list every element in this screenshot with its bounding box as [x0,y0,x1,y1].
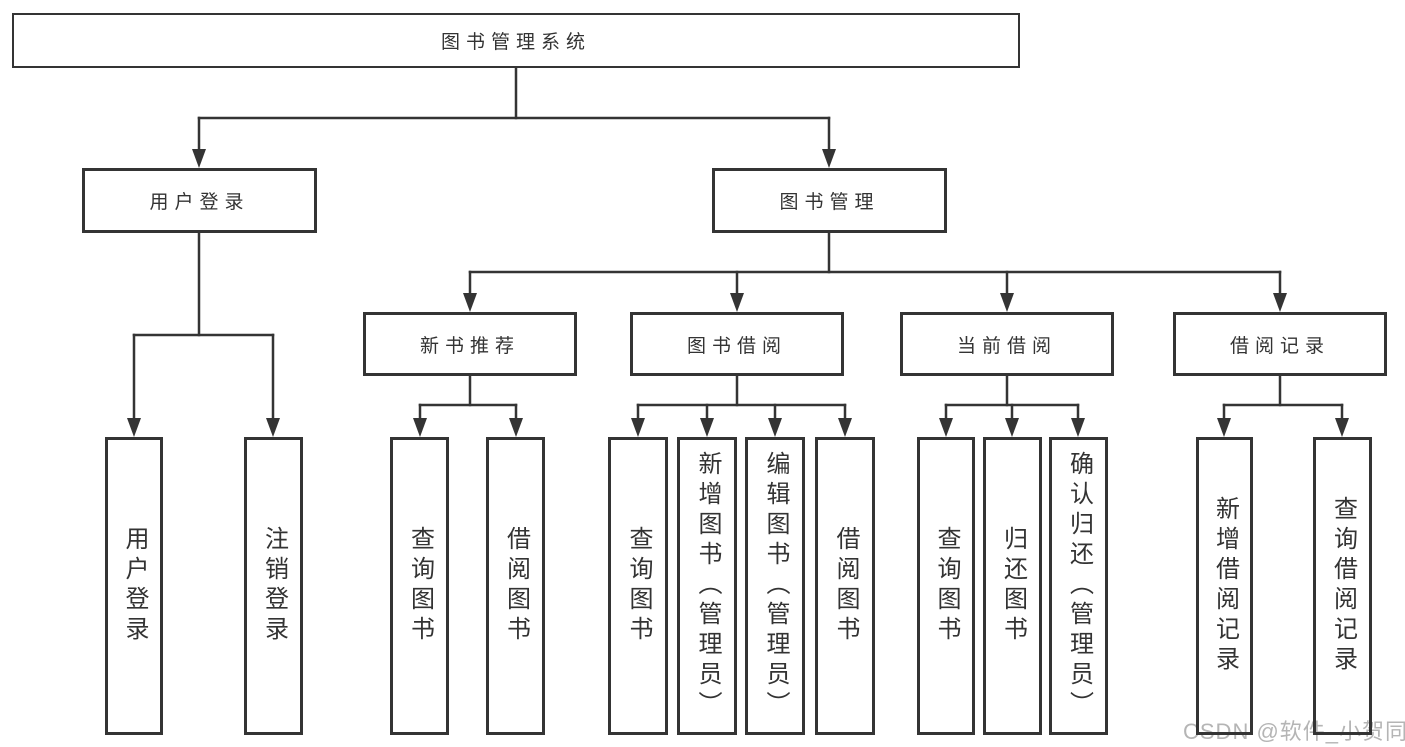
node-book-management: 图书管理 [712,168,947,233]
csdn-watermark: CSDN @软件_小贺同学 [1183,719,1405,744]
leaf-rec-borrow-books: 借阅图书 [486,437,545,735]
leaf-bb-borrow-books: 借阅图书 [815,437,875,735]
node-user-login: 用户登录 [82,168,317,233]
node-book-borrowing: 图书借阅 [630,312,844,376]
leaf-cb-query-books: 查询图书 [917,437,975,735]
leaf-rec-query-books: 查询图书 [390,437,449,735]
leaf-br-add-record: 新增借阅记录 [1196,437,1253,735]
leaf-br-query-record: 查询借阅记录 [1313,437,1372,735]
leaf-cb-return-books: 归还图书 [983,437,1042,735]
leaf-user-login: 用户登录 [105,437,163,735]
arrowhead-icons [127,149,1349,437]
leaf-bb-add-books-admin: 新增图书（管理员） [677,437,737,735]
node-library-management-system: 图书管理系统 [12,13,1020,68]
leaf-bb-query-books: 查询图书 [608,437,668,735]
node-current-borrowing: 当前借阅 [900,312,1114,376]
node-borrowing-records: 借阅记录 [1173,312,1387,376]
node-new-book-recommendation: 新书推荐 [363,312,577,376]
leaf-bb-edit-books-admin: 编辑图书（管理员） [745,437,805,735]
leaf-cb-confirm-return-admin: 确认归还（管理员） [1049,437,1108,735]
leaf-logout: 注销登录 [244,437,303,735]
